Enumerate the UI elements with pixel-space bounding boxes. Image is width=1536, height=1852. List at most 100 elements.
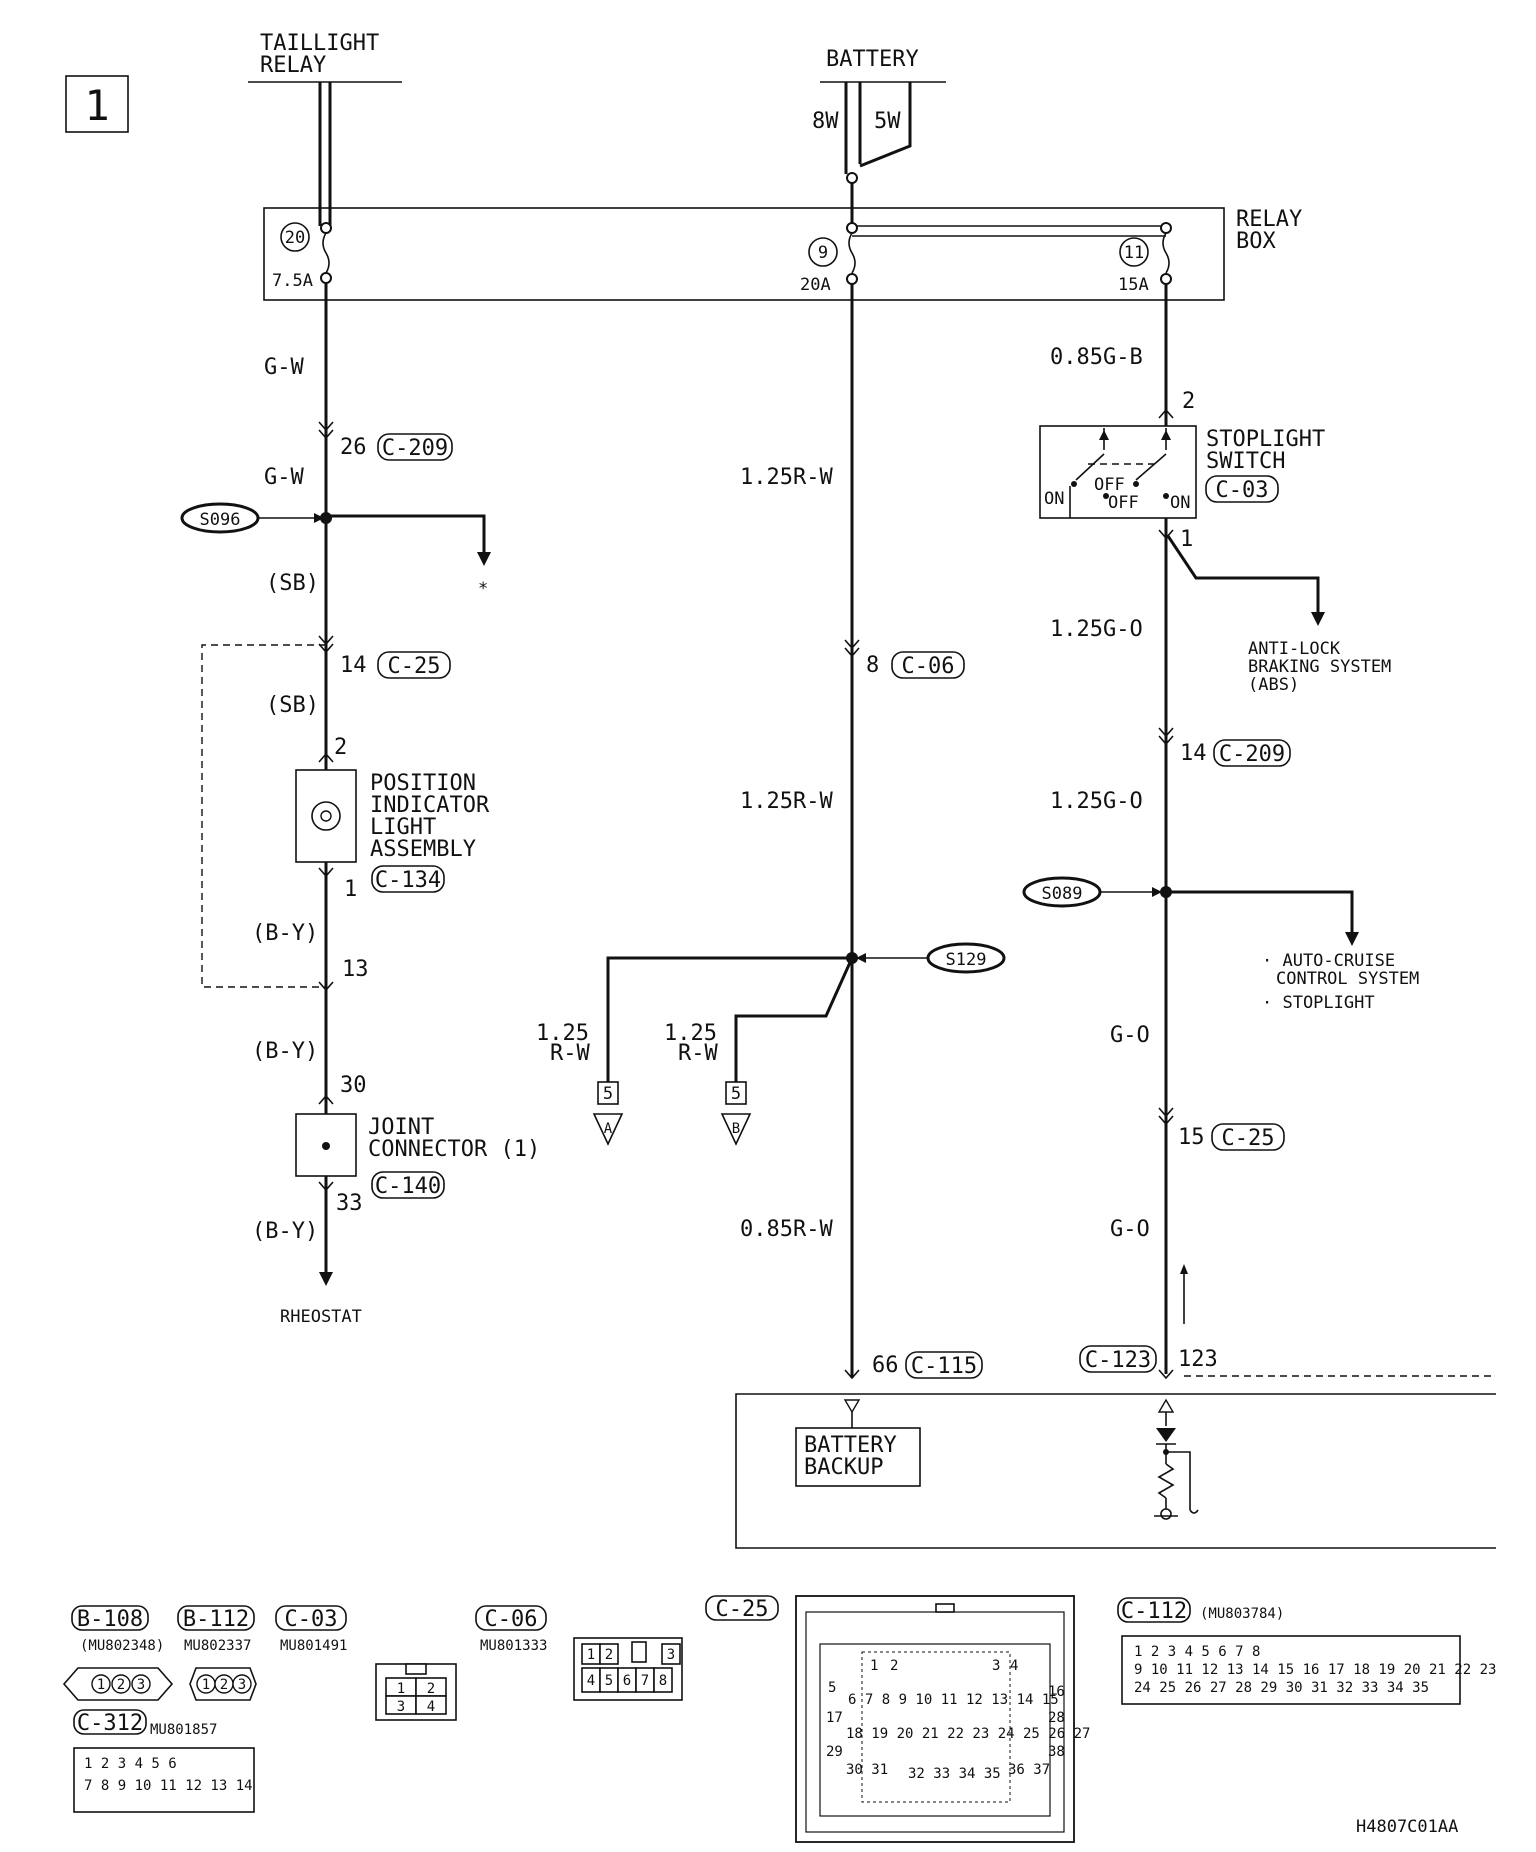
pil-label-line4: ASSEMBLY — [370, 837, 476, 862]
pil-label-line1: POSITION — [370, 771, 476, 796]
battery-label: BATTERY — [826, 47, 919, 72]
fuse-11-number: 11 — [1124, 243, 1144, 263]
battery-backup — [795, 1427, 921, 1487]
svg-text:16: 16 — [1048, 1684, 1065, 1700]
cruise-label-line2: CONTROL SYSTEM — [1276, 969, 1419, 989]
legend-b108: B-108 (MU802348) 1 2 3 — [62, 1605, 174, 1701]
mid-c06-pin: 8 — [866, 653, 879, 678]
svg-text:7 8 9 10 11 12 13 14: 7 8 9 10 11 12 13 14 — [84, 1778, 253, 1794]
connector-legend: B-108 (MU802348) 1 2 3 B-112 MU802337 1 … — [62, 1595, 1496, 1843]
c123-label: C-123 — [1085, 1348, 1151, 1373]
taillight-relay-source: TAILLIGHT RELAY — [248, 31, 402, 226]
left-circuit: G-W 26 C-209 G-W S096 * (SB) 14 C-25 (SB… — [180, 283, 540, 1327]
left-wire-by-1: (B-Y) — [252, 921, 318, 946]
c06-pin-1: 1 — [587, 1647, 595, 1663]
c03-pin-3: 3 — [397, 1699, 405, 1715]
svg-text:29: 29 — [826, 1744, 843, 1760]
branch-a-arrow — [592, 1113, 624, 1146]
fuse-20: 20 7.5A — [272, 222, 332, 291]
battery-wire-8w: 8W — [812, 109, 839, 134]
rheostat-label: RHEOSTAT — [280, 1307, 362, 1327]
svg-text:1: 1 — [202, 1677, 210, 1693]
mid-c06-tag: C-06 — [891, 651, 965, 679]
legend-b112-name: B-112 — [183, 1607, 249, 1632]
splice-s129-label: S129 — [946, 950, 987, 970]
c134-tag: C-134 — [371, 865, 445, 893]
relay-box-label-line1: RELAY — [1236, 207, 1302, 232]
fuse-20-number: 20 — [285, 228, 305, 248]
taillight-relay-label-line1: TAILLIGHT — [260, 31, 379, 56]
svg-text:2: 2 — [890, 1658, 898, 1674]
legend-c25-name: C-25 — [716, 1597, 769, 1622]
legend-b108-part: (MU802348) — [80, 1638, 164, 1654]
switch-state-off-2: OFF — [1108, 493, 1139, 513]
splice-s096-label: S096 — [200, 510, 241, 530]
mid-c115-pin: 66 — [872, 1353, 899, 1378]
legend-c112: C-112 (MU803784) 1 2 3 4 5 6 7 8 9 10 11… — [1117, 1597, 1496, 1705]
pil-pin-bottom: 1 — [344, 877, 357, 902]
switch-state-off-1: OFF — [1094, 475, 1125, 495]
right-wire-2: 1.25G-O — [1050, 617, 1143, 642]
legend-c112-name: C-112 — [1121, 1599, 1187, 1624]
legend-c312-part: MU801857 — [150, 1722, 217, 1738]
svg-text:38: 38 — [1048, 1744, 1065, 1760]
switch-label-line1: STOPLIGHT — [1206, 427, 1325, 452]
left-wire-sb-2: (SB) — [266, 693, 319, 718]
battery-wire-5w: 5W — [874, 109, 901, 134]
c140-tag: C-140 — [371, 1171, 445, 1199]
left-c209-label: C-209 — [382, 436, 448, 461]
mid-wire-1: 1.25R-W — [740, 465, 833, 490]
svg-text:2: 2 — [220, 1677, 228, 1693]
c134-label: C-134 — [375, 868, 441, 893]
left-pin-13: 13 — [342, 957, 369, 982]
legend-b108-name: B-108 — [77, 1607, 143, 1632]
relay-box-label-line2: BOX — [1236, 229, 1276, 254]
cruise-label-line1: · AUTO-CRUISE — [1262, 951, 1395, 971]
c06-pin-8: 8 — [659, 1673, 667, 1689]
svg-text:2: 2 — [117, 1677, 125, 1693]
svg-text:1: 1 — [97, 1677, 105, 1693]
svg-text:28: 28 — [1048, 1710, 1065, 1726]
branch-b-wire-line2: R-W — [678, 1041, 718, 1066]
legend-b112-part: MU802337 — [184, 1638, 251, 1654]
svg-text:3: 3 — [238, 1677, 246, 1693]
left-pin-30: 30 — [340, 1073, 367, 1098]
left-wire-by-3: (B-Y) — [252, 1219, 318, 1244]
svg-text:5: 5 — [828, 1680, 836, 1696]
legend-c03-part: MU801491 — [280, 1638, 347, 1654]
left-c209-tag: C-209 — [377, 433, 453, 461]
figure-code: H4807C01AA — [1356, 1817, 1458, 1837]
legend-c03-name: C-03 — [285, 1607, 338, 1632]
svg-text:30 31: 30 31 — [846, 1762, 888, 1778]
pil-label-line2: INDICATOR — [370, 793, 490, 818]
left-wire-sb-1: (SB) — [266, 571, 319, 596]
right-circuit: 0.85G-B 2 ON OFF OFF ON STOPLIGHT SWITCH… — [1022, 284, 1496, 1380]
legend-b112: B-112 MU802337 1 2 3 — [177, 1605, 257, 1701]
switch-c03-label: C-03 — [1216, 478, 1269, 503]
fuse-20-rating: 7.5A — [272, 271, 313, 291]
fuse-11-rating: 15A — [1118, 275, 1149, 295]
right-wire-4: G-O — [1110, 1023, 1150, 1048]
svg-text:17: 17 — [826, 1710, 843, 1726]
svg-text:3: 3 — [992, 1658, 1000, 1674]
abs-label-line3: (ABS) — [1248, 675, 1299, 695]
svg-text:1 2 3 4 5 6: 1 2 3 4 5 6 — [84, 1756, 177, 1772]
c06-pin-5: 5 — [605, 1673, 613, 1689]
splice-s089-label: S089 — [1042, 884, 1083, 904]
page-marker: 1 — [65, 75, 129, 133]
right-wire-1: 0.85G-B — [1050, 345, 1143, 370]
svg-text:1: 1 — [870, 1658, 878, 1674]
battery-source: BATTERY 8W 5W — [812, 47, 946, 184]
c06-pin-4: 4 — [587, 1673, 595, 1689]
cruise-label-line3: · STOPLIGHT — [1262, 993, 1375, 1013]
c06-pin-7: 7 — [641, 1673, 649, 1689]
mid-wire-3: 0.85R-W — [740, 1217, 833, 1242]
branch-a-pin: 5 — [603, 1084, 613, 1104]
mid-c06-label: C-06 — [902, 654, 955, 679]
c140-label: C-140 — [375, 1174, 441, 1199]
battery-backup-line1: BATTERY — [804, 1433, 897, 1458]
right-c25-label: C-25 — [1222, 1126, 1275, 1151]
switch-c03-tag: C-03 — [1205, 475, 1279, 503]
fuse-9-rating: 20A — [800, 275, 831, 295]
